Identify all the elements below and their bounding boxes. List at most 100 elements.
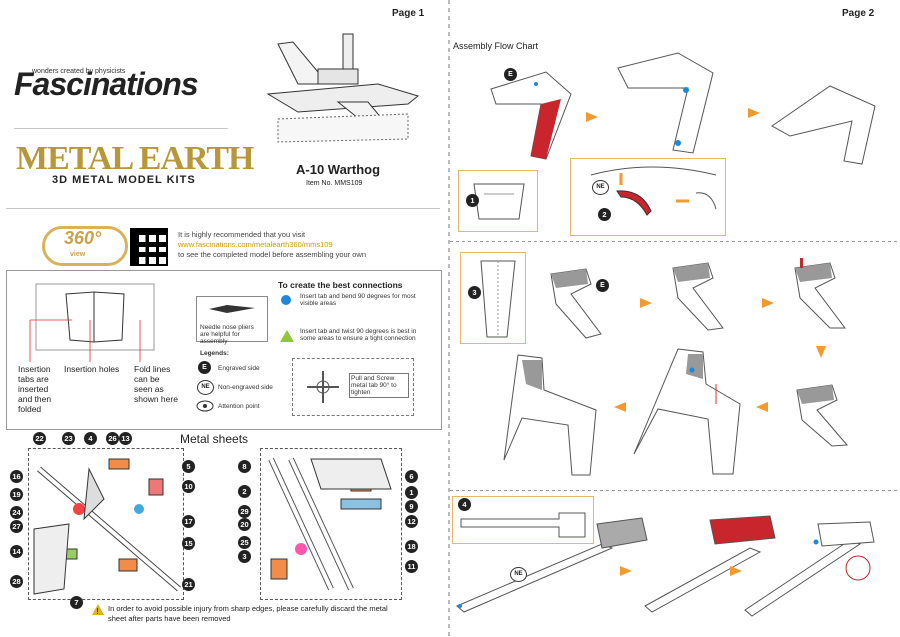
sheet-parts-right <box>268 457 392 591</box>
step1-detail-part <box>473 183 525 220</box>
instructions-box <box>6 270 442 430</box>
step4-part-a <box>456 517 648 613</box>
twist-diagram <box>307 371 339 403</box>
part-number: 19 <box>10 488 23 501</box>
fold-diagram <box>35 283 155 351</box>
page-fold <box>448 0 450 637</box>
part-number: 15 <box>182 537 195 550</box>
sheet-parts-left <box>33 458 181 595</box>
callout-lines <box>29 319 141 362</box>
part-number: 11 <box>405 560 418 573</box>
recommend-text: to see the completed model before assemb… <box>178 250 367 259</box>
a10-warthog-illustration <box>266 33 420 143</box>
part-number: 16 <box>10 470 23 483</box>
pliers-icon <box>209 305 255 313</box>
pliers-box <box>196 296 268 342</box>
part-number: 8 <box>238 460 251 473</box>
flow-chart-title: Assembly Flow Chart <box>453 41 539 51</box>
blue-dot-icon <box>281 295 291 305</box>
step4-part-b <box>644 515 776 613</box>
step-number: 3 <box>468 286 481 299</box>
svg-text:!: ! <box>97 607 99 616</box>
non-engraved-badge: NE <box>510 567 527 582</box>
legend-engraved: Engraved side <box>218 365 260 372</box>
brand-logo: Fascinations <box>14 66 199 102</box>
item-number: Item No. MMS109 <box>306 180 363 187</box>
part-number: 2 <box>238 485 251 498</box>
divider <box>6 208 440 209</box>
step1-detail <box>458 170 538 232</box>
connection-twist: Insert tab and twist 90 degrees is best … <box>300 328 417 342</box>
flow-arrow-right <box>730 566 742 576</box>
part-number: 18 <box>405 540 418 553</box>
metal-sheet-right <box>260 448 402 600</box>
flow-arrow-right <box>586 112 598 122</box>
part-number: 3 <box>238 550 251 563</box>
legends-title: Legends: <box>200 350 229 357</box>
divider <box>14 128 228 129</box>
legend-attention: Attention point <box>218 403 260 410</box>
recommend-link[interactable]: www.fascinations.com/metalearth360/mms10… <box>178 240 333 249</box>
green-triangle-icon <box>280 330 294 342</box>
part-number: 25 <box>238 536 251 549</box>
engraved-badge: E <box>504 68 517 81</box>
step3-part-d <box>796 384 849 447</box>
step4-detail-part <box>460 512 586 538</box>
qr-code[interactable] <box>130 228 168 266</box>
part-number: 14 <box>10 545 23 558</box>
section-divider <box>450 241 900 242</box>
flow-arrow-left <box>614 402 626 412</box>
pliers-note: Needle nose pliers are helpful for assem… <box>200 324 254 345</box>
warning-text: In order to avoid possible injury from s… <box>108 604 388 623</box>
step2-detail-part <box>590 166 717 216</box>
step3-part-a <box>550 268 602 339</box>
part-number: 4 <box>84 432 97 445</box>
flow-arrow-right <box>620 566 632 576</box>
page-number: Page 2 <box>842 8 875 19</box>
metal-sheet-left <box>28 448 184 600</box>
warning-number: 7 <box>70 596 83 609</box>
part-number: 22 <box>33 432 46 445</box>
label-insertion-tabs: Insertion tabs are inserted and then fol… <box>18 364 52 414</box>
twist-note: Pull and Screw metal tab 90° to tighten <box>349 373 409 398</box>
part-number: 12 <box>405 515 418 528</box>
model-title: A-10 Warthog <box>296 162 381 177</box>
360-view-badge <box>42 226 128 266</box>
engraved-badge: E <box>198 361 211 374</box>
step1-part-c <box>771 85 876 165</box>
flow-arrow-right <box>748 108 760 118</box>
section-divider <box>450 490 900 491</box>
step-number: 4 <box>458 498 471 511</box>
step3-detail <box>460 252 526 344</box>
connections-title: To create the best connections <box>278 280 403 290</box>
non-engraved-badge: NE <box>197 380 214 395</box>
part-number: 26 <box>106 432 119 445</box>
part-number: 21 <box>182 578 195 591</box>
part-number: 24 <box>10 506 23 519</box>
label-fold-lines: Fold lines can be seen as shown here <box>134 364 178 404</box>
step1-part-a <box>490 71 572 160</box>
step3-part-f <box>503 354 597 476</box>
step3-part-e <box>633 348 741 475</box>
step-number: 1 <box>466 194 479 207</box>
recommend-text: It is highly recommended that you visit <box>178 230 306 239</box>
part-number: 20 <box>238 518 251 531</box>
page-number: Page 1 <box>392 8 425 19</box>
page-1: Page 1 wonders created by physicists Fas… <box>0 0 448 637</box>
connection-bend: Insert tab and bend 90 degrees for most … <box>300 293 416 307</box>
twist-diagram-box: Pull and Screw metal tab 90° to tighten <box>292 358 414 416</box>
series-logo: METAL EARTH <box>16 140 254 177</box>
badge-number: 360° <box>64 228 102 248</box>
part-number: 10 <box>182 480 195 493</box>
flow-arrow-down <box>816 346 826 358</box>
step3-detail-part <box>480 260 516 338</box>
part-number: 5 <box>182 460 195 473</box>
flow-arrow-left <box>756 402 768 412</box>
part-number: 29 <box>238 505 251 518</box>
step2-detail <box>570 158 726 236</box>
warning-icon: ! <box>92 604 104 616</box>
part-number: 13 <box>119 432 132 445</box>
flow-arrow-right <box>762 298 774 308</box>
step3-part-c <box>794 258 846 329</box>
series-subtitle: 3D METAL MODEL KITS <box>52 174 196 186</box>
